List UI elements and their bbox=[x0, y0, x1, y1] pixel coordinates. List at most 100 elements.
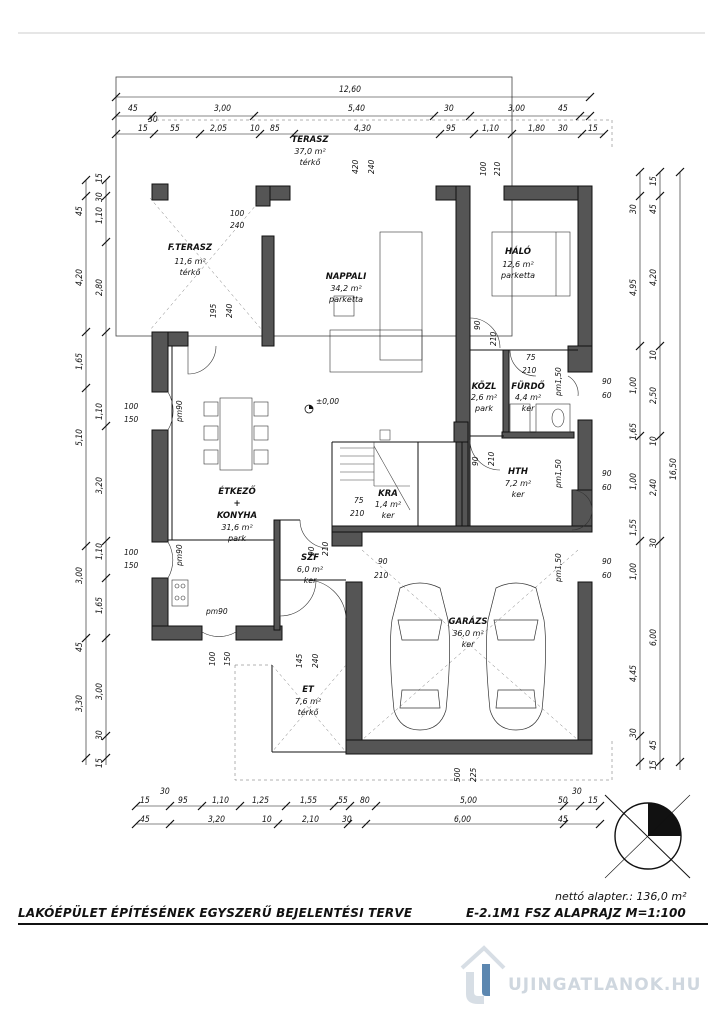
dim-right-inner-0: 30 bbox=[629, 204, 639, 214]
room-etkezo: ÉTKEZŐ + KONYHA 31,6 m² park bbox=[217, 485, 257, 543]
dim-right-outer-5: 10 bbox=[649, 436, 659, 446]
dim-bot-row2-5: 6,00 bbox=[454, 815, 471, 825]
dim-right-outer-0: 15 bbox=[649, 176, 659, 186]
room-nappali-area: 34,2 m² bbox=[330, 284, 362, 293]
dim-top-row2-6: 95 bbox=[446, 124, 456, 134]
dim-right-inner-2: 1,00 bbox=[629, 377, 639, 394]
level-label: ±0,00 bbox=[316, 397, 339, 406]
room-furdo-floor: ker bbox=[522, 404, 536, 413]
dim-bot-row1-7: 80 bbox=[360, 796, 370, 806]
dim-bot-row1b-1: 30 bbox=[572, 787, 582, 797]
room-furdo: FÜRDŐ 4,4 m² ker bbox=[511, 381, 545, 413]
dim-top-row2-2: 2,05 bbox=[210, 124, 227, 134]
dim-left-outer-8: 3,30 bbox=[75, 695, 85, 712]
watermark-logo-icon bbox=[460, 945, 506, 1004]
opening-30: 90 bbox=[602, 469, 612, 478]
dim-left-outer-4: 1,10 bbox=[95, 543, 105, 560]
dim-left-inner-8: 30 bbox=[95, 730, 105, 740]
opening-3: 240 bbox=[230, 221, 245, 230]
walls bbox=[151, 183, 593, 755]
dim-bot-row1b-0: 30 bbox=[160, 787, 170, 797]
room-garazs-floor: ker bbox=[462, 640, 476, 649]
dim-bot-row2-0: 45 bbox=[140, 815, 150, 825]
dim-right-outer-6: 2,40 bbox=[649, 479, 659, 496]
dim-top-row1-3: 30 bbox=[444, 104, 454, 114]
room-fterasz-floor: térkő bbox=[180, 267, 201, 277]
dim-left-inner-4: 1,10 bbox=[95, 403, 105, 420]
opening-24: 145 bbox=[295, 653, 304, 668]
level-marker bbox=[304, 404, 314, 414]
dim-bot-row1-8: 5,00 bbox=[460, 796, 477, 806]
room-garazs: GARÁZS 36,0 m² ker bbox=[449, 615, 488, 649]
room-garazs-area: 36,0 m² bbox=[452, 629, 484, 638]
room-furdo-name: FÜRDŐ bbox=[511, 381, 545, 392]
room-etkezo-name: ÉTKEZŐ bbox=[218, 485, 255, 497]
room-hth-area: 7,2 m² bbox=[505, 479, 532, 488]
dim-top-row1-1: 3,00 bbox=[214, 104, 231, 114]
room-konyha-area: 31,6 m² bbox=[221, 523, 253, 532]
pm90-label-2: pm90 bbox=[175, 544, 184, 567]
opening-19: 150 bbox=[124, 415, 139, 424]
opening-22: 100 bbox=[208, 651, 217, 666]
dim-top-row1-0: 45 bbox=[128, 104, 138, 114]
dim-top-row2-10: 15 bbox=[588, 124, 598, 134]
room-terasz-floor: térkő bbox=[300, 157, 321, 167]
eave-outline-bottom bbox=[234, 665, 613, 781]
eave-outline-top bbox=[150, 119, 613, 150]
room-kozl-name: KÖZL bbox=[472, 381, 497, 392]
opening-31: 60 bbox=[602, 483, 612, 492]
dim-top-row2-1: 55 bbox=[170, 124, 180, 134]
room-szf-name: SZF bbox=[301, 553, 319, 563]
dim-bot-row1-4: 1,25 bbox=[252, 796, 269, 806]
dim-bot-row1-10: 15 bbox=[588, 796, 598, 806]
dim-right-outer-4: 2,50 bbox=[649, 387, 659, 404]
room-etkezo-plus: + bbox=[233, 499, 240, 509]
room-szf-area: 6,0 m² bbox=[297, 565, 324, 574]
dim-left-inner-2: 1,10 bbox=[95, 207, 105, 224]
dim-bot-row1-6: 55 bbox=[338, 796, 348, 806]
room-kra: KRA 1,4 m² ker bbox=[375, 489, 402, 520]
dim-right-inner-5: 1,55 bbox=[629, 519, 639, 536]
pm150-label-3: pm1,50 bbox=[554, 553, 563, 583]
room-terasz-name: TERASZ bbox=[291, 135, 329, 145]
dim-top-row2-3: 10 bbox=[250, 124, 260, 134]
dim-left-inner-1: 30 bbox=[95, 192, 105, 202]
dim-right-outer-10: 15 bbox=[649, 760, 659, 770]
opening-7: 240 bbox=[225, 303, 234, 318]
opening-4: 100 bbox=[479, 161, 488, 176]
opening-20: 100 bbox=[124, 548, 139, 557]
opening-16b: 90 bbox=[378, 557, 388, 566]
dim-top-row1-5: 45 bbox=[558, 104, 568, 114]
opening-29: 60 bbox=[602, 391, 612, 400]
dim-left-outer-1: 4,20 bbox=[75, 269, 85, 286]
dim-top-row1-2: 5,40 bbox=[348, 104, 365, 114]
north-arrow bbox=[604, 794, 691, 879]
room-hth-floor: ker bbox=[512, 490, 526, 499]
opening-18: 100 bbox=[124, 402, 139, 411]
sheet-title: E-2.1M1 FSZ ALAPRAJZ M=1:100 bbox=[466, 906, 686, 920]
room-halo-area: 12,6 m² bbox=[502, 260, 534, 269]
dim-right-inner-1: 4,95 bbox=[629, 279, 639, 296]
room-kozl: KÖZL 2,6 m² park bbox=[471, 381, 498, 413]
dim-right-inner-3: 1,65 bbox=[629, 423, 639, 440]
opening-9: 210 bbox=[489, 331, 498, 346]
dim-top-row2-0: 15 bbox=[138, 124, 148, 134]
room-et-floor: térkő bbox=[298, 707, 319, 717]
room-nappali: NAPPALI 34,2 m² parketta bbox=[326, 272, 367, 304]
dim-left-outer-7: 45 bbox=[75, 642, 85, 652]
opening-14: 75 bbox=[354, 496, 364, 505]
dim-left-inner-3: 2,80 bbox=[95, 279, 105, 296]
dim-right-outer-3: 10 bbox=[649, 350, 659, 360]
room-terasz: TERASZ 37,0 m² térkő bbox=[291, 135, 329, 167]
room-konyha-floor: park bbox=[227, 534, 246, 543]
pm150-label-2: pm1,50 bbox=[554, 459, 563, 489]
opening-26: 500 bbox=[453, 767, 462, 782]
dim-bot-row2-3: 2,10 bbox=[302, 815, 319, 825]
room-szf-floor: ker bbox=[304, 576, 318, 585]
room-et: ET 7,6 m² térkő bbox=[295, 685, 322, 717]
opening-5: 210 bbox=[493, 161, 502, 176]
room-halo: HÁLÓ 12,6 m² parketta bbox=[500, 245, 535, 280]
room-nappali-name: NAPPALI bbox=[326, 272, 367, 282]
opening-16: 90 bbox=[307, 546, 316, 556]
terrace-outline bbox=[115, 76, 513, 337]
